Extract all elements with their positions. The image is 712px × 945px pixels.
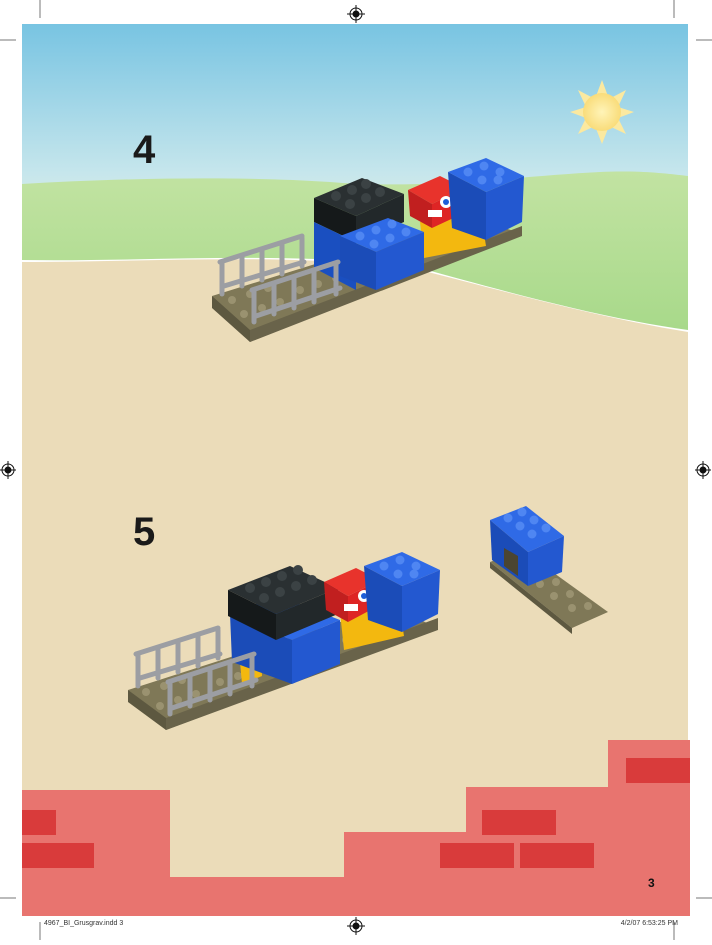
slug-filename: 4967_BI_Grusgrav.indd 3 [44, 920, 124, 927]
step-number-5: 5 [133, 510, 156, 554]
registration-mark-icon [347, 5, 365, 23]
brick-wall [22, 740, 690, 916]
step-5-model [128, 552, 440, 730]
registration-mark-icon [695, 461, 711, 479]
step-4-model [212, 158, 524, 342]
registration-mark-icon [0, 461, 16, 479]
page-number: 3 [648, 876, 655, 890]
registration-mark-icon [347, 917, 365, 935]
slug-timestamp: 4/2/07 6:53:25 PM [620, 920, 678, 927]
step-number-4: 4 [133, 128, 156, 172]
sun-icon [570, 80, 634, 144]
step-5-subassembly [490, 506, 608, 634]
